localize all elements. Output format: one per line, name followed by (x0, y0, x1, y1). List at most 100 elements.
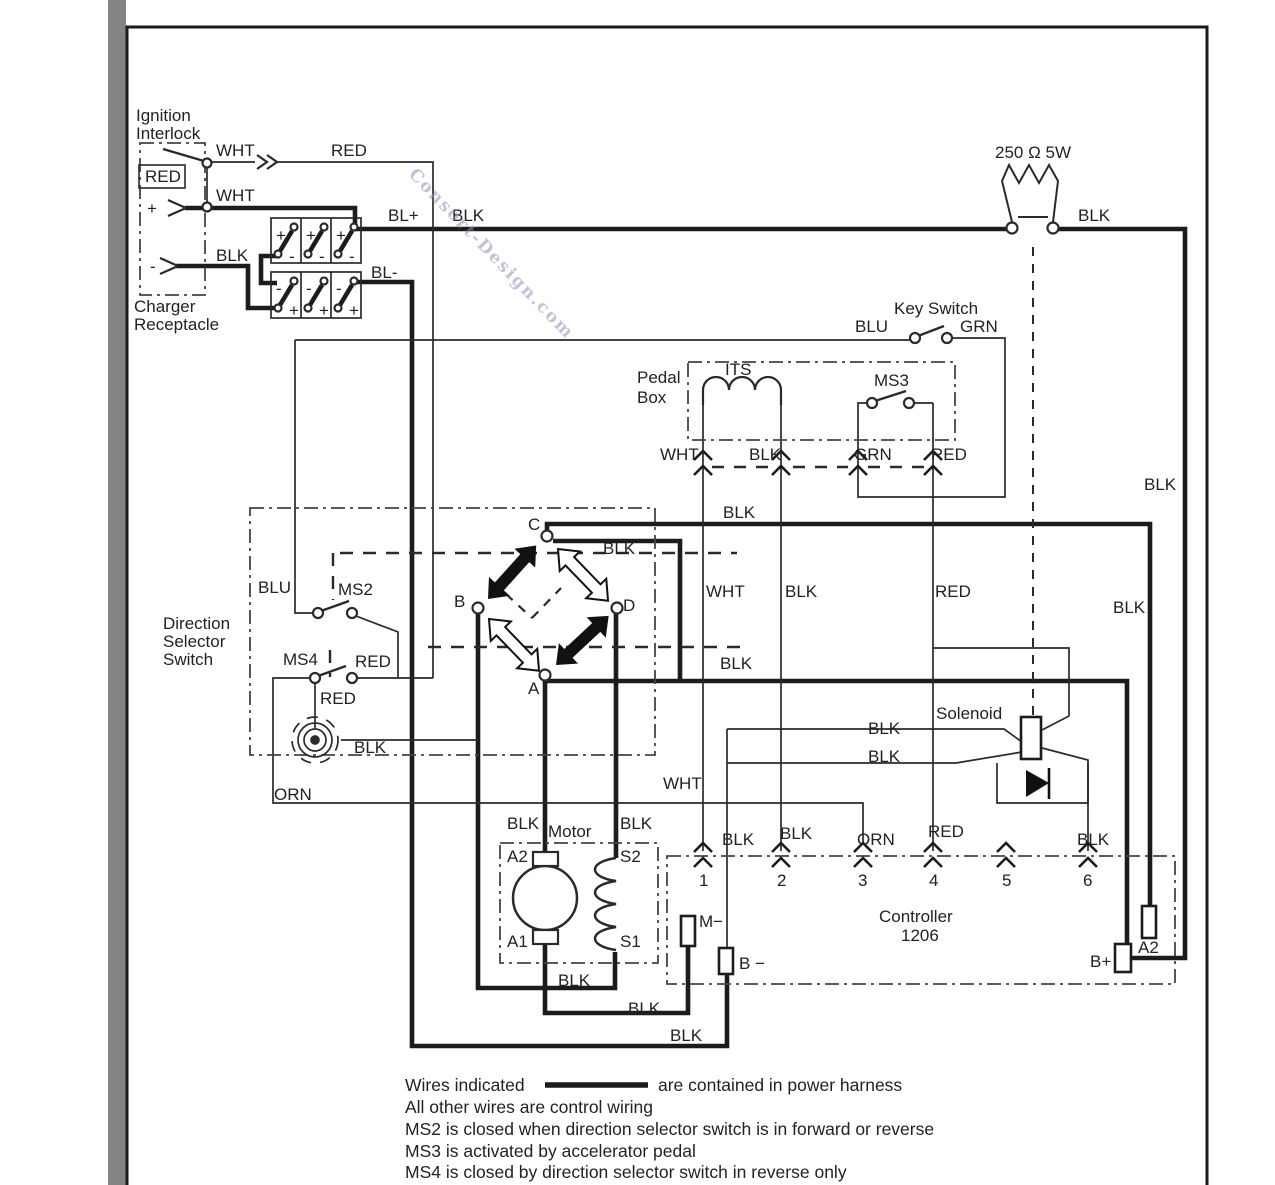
wire-label: BLK (868, 719, 901, 738)
terminal-6: 6 (1083, 871, 1092, 890)
bridge-center-dashed (505, 587, 562, 619)
pedal-box (687, 361, 956, 441)
contact (940, 331, 954, 345)
bridge-arrows (487, 545, 610, 672)
wire-label: RED (355, 652, 391, 671)
page-border (125, 25, 1209, 1185)
battery-dividers-bottom (300, 272, 332, 318)
switch-bars (162, 147, 945, 678)
key-switch-label: Key Switch (894, 299, 978, 318)
terminal-2: 2 (777, 871, 786, 890)
wire-label: + (336, 226, 346, 245)
legend-line-4: MS3 is activated by accelerator pedal (405, 1141, 696, 1161)
ms3-label: MS3 (874, 371, 909, 390)
battery-post (319, 222, 329, 232)
wire-orn (272, 677, 864, 845)
bridge-node-a: A (528, 679, 540, 698)
wire-label: ORN (857, 830, 895, 849)
battery-post (333, 303, 343, 313)
wire-label: BLK (628, 999, 661, 1018)
legend-line-5: MS4 is closed by direction selector swit… (405, 1162, 847, 1182)
pedal-box-label-2: Box (637, 388, 667, 407)
terminal-b-minus: B − (739, 954, 765, 973)
red-box-label: RED (145, 167, 181, 186)
charger-receptacle-label-1: Charger (134, 297, 196, 316)
wire-label: A2 (507, 847, 528, 866)
ms4-linkage-dashed (328, 645, 740, 677)
diode-icon (1026, 770, 1049, 797)
solenoid (1019, 715, 1051, 799)
charger-receptacle-box (139, 142, 206, 296)
wire-label: BLU (258, 578, 291, 597)
resistor-label: 250 Ω 5W (995, 143, 1071, 162)
wire-label: BLK (1113, 598, 1146, 617)
control-wires (159, 154, 1089, 948)
wire-blu-ms2 (294, 340, 314, 614)
battery-dividers-top (300, 218, 332, 263)
pedal-box-label-1: Pedal (637, 368, 680, 387)
wire-label: RED (935, 582, 971, 601)
inline-connector-icon (256, 154, 279, 170)
ms4-switch (317, 664, 347, 678)
ms4-label: MS4 (283, 650, 318, 669)
its-coil (701, 375, 783, 405)
buzzer-center (310, 735, 320, 745)
wire-label: WHT (660, 445, 699, 464)
motor-field-coil (594, 856, 617, 952)
battery-row-top (270, 217, 362, 264)
charger-minus-contact (159, 256, 179, 276)
bridge-node-b-contact (471, 601, 485, 615)
battery-post (273, 249, 283, 259)
contact (201, 201, 213, 213)
legend-line-1a: Wires indicated (405, 1075, 525, 1095)
wire-label: BL+ (388, 206, 419, 225)
wire-label: RED (320, 689, 356, 708)
direction-selector-label-1: Direction (163, 614, 230, 633)
ms2-switch (320, 599, 350, 613)
motor-terminal-a2 (531, 850, 560, 868)
wire-wht-battery-plus (185, 205, 358, 228)
battery-cell-plates-bottom (278, 283, 354, 307)
wire-c-branch (553, 538, 683, 681)
wire-blk-solenoid-upper (727, 728, 1023, 743)
wire-label: GRN (960, 317, 998, 336)
wire-label: BLK (720, 654, 753, 673)
wire-label: A1 (507, 932, 528, 951)
controller-label-1: Controller (879, 907, 953, 926)
wire-blk-solenoid-lower (727, 751, 1023, 764)
wire-label: BLK (452, 206, 485, 225)
controller-terminals (679, 904, 1158, 976)
battery-post (273, 303, 283, 313)
wire-red-ms3 (914, 402, 934, 851)
wire-label: BLK (558, 971, 591, 990)
direction-selector-label-3: Switch (163, 650, 213, 669)
ignition-interlock-label-1: Ignition (136, 106, 191, 125)
wire-label: + (349, 301, 359, 320)
battery-post (349, 276, 359, 286)
wire-label: RED (931, 445, 967, 464)
motor-terminal-a1 (531, 928, 560, 946)
wire-label: - (336, 279, 342, 298)
wire-label: BLK (354, 738, 387, 757)
scan-edge-strip (108, 0, 126, 1185)
ms2-linkage-dashed (331, 551, 737, 600)
bridge-node-b: B (454, 592, 465, 611)
wire-label: - (306, 279, 312, 298)
wire-label: BLK (749, 445, 782, 464)
wire-label: + (289, 301, 299, 320)
legend-line-1b: are contained in power harness (658, 1075, 902, 1095)
battery-post (349, 222, 359, 232)
battery-post (303, 303, 313, 313)
terminal-rect-a2 (1140, 904, 1158, 940)
contact (902, 396, 916, 410)
red-wire-tag-box (138, 164, 186, 189)
charger-plus-contact (167, 198, 187, 218)
ms3-switch (874, 389, 907, 403)
wire-label: BLK (1077, 830, 1110, 849)
wire-label: BLK (670, 1026, 703, 1045)
solenoid-label: Solenoid (936, 704, 1002, 723)
terminal-b-plus: B+ (1090, 952, 1111, 971)
wire-label: BLK (216, 246, 249, 265)
contact (865, 396, 879, 410)
wire-label: - (276, 279, 282, 298)
